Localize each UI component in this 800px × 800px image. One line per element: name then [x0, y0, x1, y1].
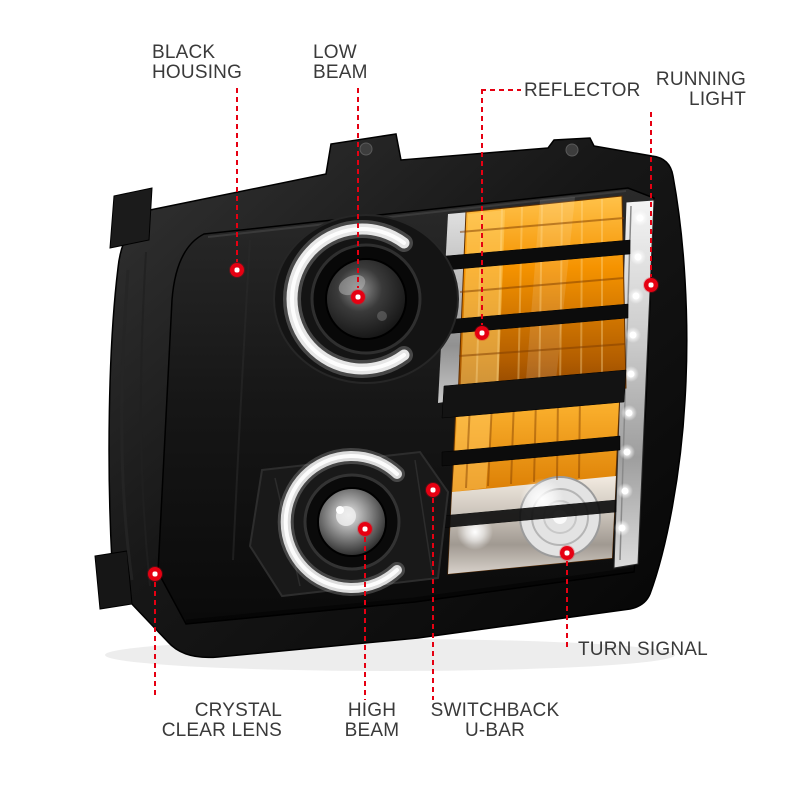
adjuster-screw-top: [359, 142, 373, 156]
marker-crystal-clear-lens: [148, 567, 162, 581]
label-turn-signal: TURN SIGNAL: [578, 639, 708, 660]
mounting-foot-bottom-left: [94, 550, 133, 610]
leader-running-light: [650, 112, 652, 277]
leader-switchback-ubar: [432, 498, 434, 700]
grille-slats: [439, 239, 631, 529]
turn-signal-section: [447, 391, 621, 575]
marker-reflector: [475, 326, 489, 340]
u-bar-high-beam: [277, 448, 405, 596]
marker-turn-signal: [560, 546, 574, 560]
leader-reflector: [481, 89, 483, 325]
upper-reflector-amber: [438, 195, 627, 403]
label-black-housing: BLACK HOUSING: [152, 42, 243, 83]
leader-turn-signal: [566, 561, 568, 649]
label-running-light: RUNNING LIGHT: [655, 69, 746, 110]
leader-black-housing: [236, 88, 238, 262]
leader-low-beam: [357, 88, 359, 288]
led-dots: [614, 210, 648, 536]
marker-black-housing: [230, 263, 244, 277]
marker-switchback-ubar: [426, 483, 440, 497]
leader-high-beam: [364, 537, 366, 700]
label-crystal-clear-lens: CRYSTAL CLEAR LENS: [161, 700, 282, 741]
high-beam-projector: [248, 448, 450, 598]
leader-crystal-clear-lens: [154, 582, 156, 698]
marker-running-light: [644, 278, 658, 292]
adjuster-screw-top-right: [565, 143, 579, 157]
label-high-beam: HIGH BEAM: [344, 700, 400, 741]
label-low-beam: LOW BEAM: [313, 42, 368, 83]
marker-low-beam: [351, 290, 365, 304]
low-beam-projector: [273, 214, 459, 384]
mounting-bracket-left: [109, 187, 153, 249]
u-bar-low-beam: [283, 220, 413, 378]
marker-high-beam: [358, 522, 372, 536]
leader-reflector-horizontal: [481, 89, 521, 91]
label-reflector: REFLECTOR: [524, 80, 641, 101]
label-switchback-ubar: SWITCHBACK U-BAR: [430, 700, 560, 741]
